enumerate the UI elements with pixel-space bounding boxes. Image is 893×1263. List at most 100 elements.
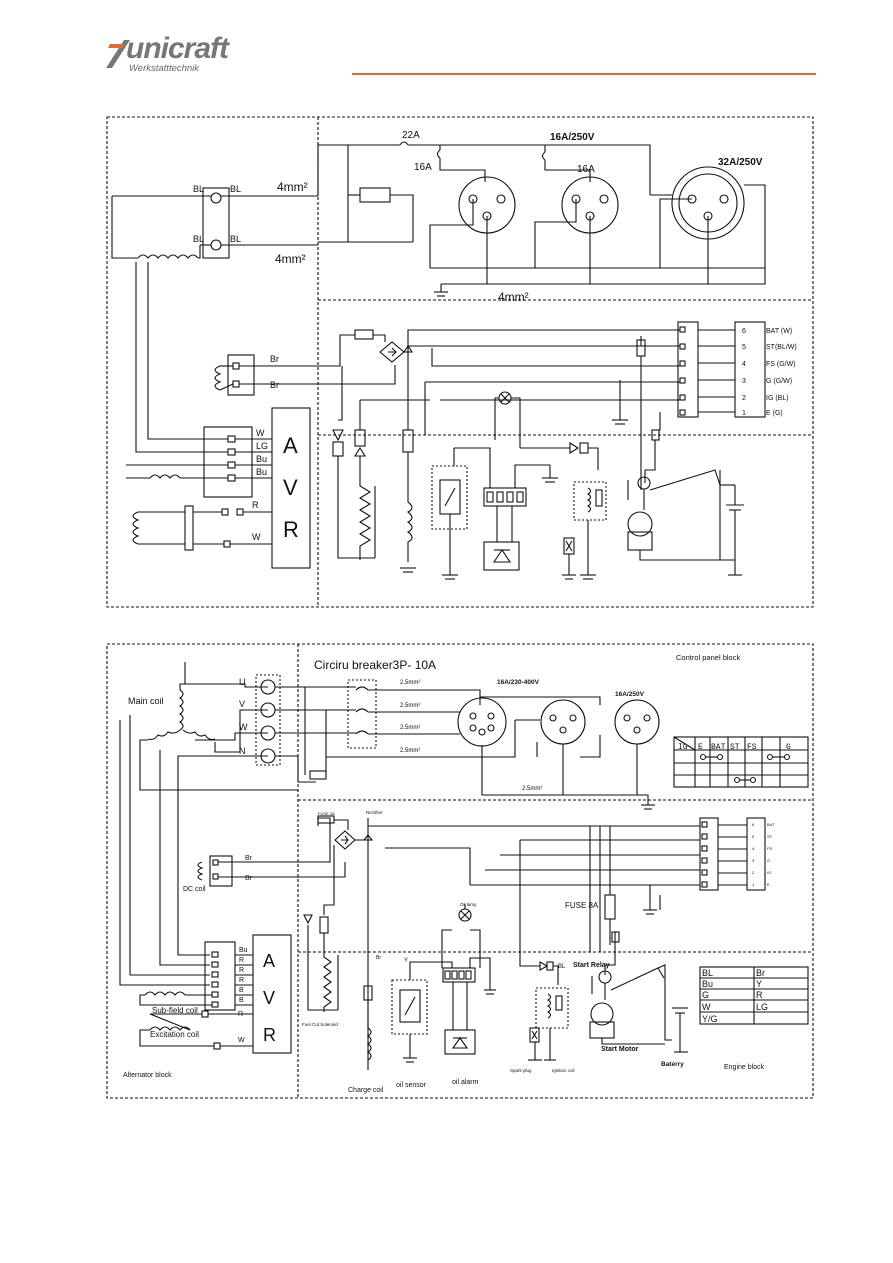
d2-alternator-block: Alternator block xyxy=(123,1072,172,1079)
terminal-strip-2 xyxy=(699,817,719,891)
legend-bu: Bu xyxy=(702,979,713,989)
d2-sub-field-coil: Sub-field coil xyxy=(152,1006,198,1015)
t1-num-5: 5 xyxy=(742,344,746,351)
d2-fuse-small: FUSE 3A xyxy=(318,811,335,816)
t1-num-4: 4 xyxy=(742,361,746,368)
avr-box-2 xyxy=(252,934,292,1054)
legend-r: R xyxy=(756,990,763,1000)
main-coil-winding xyxy=(137,254,199,259)
avr2-letter-v: V xyxy=(263,988,275,1008)
d2-charge-coil: Charge coil xyxy=(348,1087,384,1094)
avr1-wire-lg: LG xyxy=(256,441,268,451)
terminal-strip-1 xyxy=(677,321,699,418)
brand-logo: unicraft Werkstatttechnik xyxy=(104,32,274,78)
sw-fs: FS xyxy=(747,743,757,752)
d2-w: W xyxy=(239,722,248,732)
diagram2-frame xyxy=(106,643,814,1099)
outlet-3p xyxy=(457,697,507,747)
label-br-2: Br xyxy=(270,380,279,390)
start-motor-2 xyxy=(590,1002,614,1026)
sw-g: G xyxy=(786,743,791,752)
d2-v: V xyxy=(239,699,245,709)
t1-num-3: 3 xyxy=(742,378,746,385)
d2-wire-25-2: 2.5mm² xyxy=(400,703,420,709)
t2-num-5: 5 xyxy=(752,834,755,839)
t2-label-g: G xyxy=(767,858,770,863)
label-22a: 22A xyxy=(402,130,420,141)
label-wire-4mm-3: 4mm² xyxy=(498,290,529,304)
t2-num-1: 1 xyxy=(752,882,755,887)
legend-bl: BL xyxy=(702,968,713,978)
d2-start-motor: Start Motor xyxy=(601,1046,639,1053)
d2-rating-16-400: 16A/230-400V xyxy=(497,679,540,686)
d2-avr-r1: R xyxy=(239,957,244,964)
main-coil-2 xyxy=(179,689,184,731)
t1-num-6: 6 xyxy=(742,328,746,335)
start-motor-1 xyxy=(627,511,653,537)
legend-yg: Y/G xyxy=(702,1014,718,1024)
d2-avr-bu: Bu xyxy=(239,947,248,954)
legend-y: Y xyxy=(756,979,762,989)
ignition-switch-table xyxy=(673,736,809,788)
d2-wire-25-3: 2.5mm² xyxy=(400,725,420,731)
label-bl-3: BL xyxy=(193,234,204,244)
avr1-wire-w2: W xyxy=(252,532,261,542)
sw-e: E xyxy=(698,743,703,752)
fuse-holder xyxy=(359,187,391,203)
sw-st: ST xyxy=(730,743,740,752)
label-16a-mid: 16A xyxy=(577,164,595,175)
d2-control-panel: Control panel block xyxy=(676,653,740,662)
d2-wire-25-4: 2.5mm² xyxy=(400,748,420,754)
t1-num-2: 2 xyxy=(742,395,746,402)
d2-n: N xyxy=(239,746,246,756)
sw-ig: IG xyxy=(678,743,688,752)
d2-excitation-coil: Excitation coil xyxy=(150,1030,199,1039)
avr1-wire-bu-2: Bu xyxy=(256,467,267,477)
avr2-letter-a: A xyxy=(263,951,275,971)
oil-alarm-connector-1 xyxy=(483,487,527,507)
d2-rating-16-250: 16A/250V xyxy=(615,691,645,698)
avr1-letter-r: R xyxy=(283,517,299,542)
avr1-letter-a: A xyxy=(283,433,298,458)
d2-avr-r3: R xyxy=(239,977,244,984)
legend-lg: LG xyxy=(756,1002,768,1012)
t1-label-ig: IG (BL) xyxy=(766,395,789,402)
d2-wire-25-1: 2.5mm² xyxy=(400,680,420,686)
avr-box-1 xyxy=(271,407,311,569)
d2-breaker-title: Circiru breaker3P- 10A xyxy=(314,658,436,672)
d2-ignition-coil: Ignition coil xyxy=(552,1068,575,1073)
t2-num-3: 3 xyxy=(752,858,755,863)
d2-exc-r: R xyxy=(238,1011,243,1018)
t1-label-fs: FS (G/W) xyxy=(766,361,796,368)
t1-label-e: E (G) xyxy=(766,410,783,417)
d2-br-label: Br xyxy=(376,955,381,961)
label-wire-4mm-2: 4mm² xyxy=(275,252,306,266)
d2-oil-alarm: oil alarm xyxy=(452,1079,479,1086)
d2-spark-plug: Spark plug xyxy=(510,1068,532,1073)
charge-coil-2 xyxy=(367,1000,372,1070)
charge-coil-1 xyxy=(406,452,413,562)
t2-num-6: 6 xyxy=(752,822,755,827)
d2-wire-25-5: 2.5mm² xyxy=(522,786,542,792)
d2-oil-sensor: oil sensor xyxy=(396,1082,427,1089)
legend-g: G xyxy=(702,990,709,1000)
t2-label-bat: BAT xyxy=(767,822,775,827)
label-bl-4: BL xyxy=(230,234,241,244)
t2-label-e: E xyxy=(767,882,770,887)
t1-label-bat: BAT (W) xyxy=(766,328,792,335)
d2-bl-label: BL xyxy=(558,964,566,970)
t2-label-st: ST xyxy=(767,834,773,839)
d2-u: U xyxy=(239,677,246,687)
avr1-wire-w: W xyxy=(256,428,265,438)
dc-coil xyxy=(214,365,222,391)
t2-label-ig: IG xyxy=(767,870,771,875)
avr1-letter-v: V xyxy=(283,475,298,500)
legend-br: Br xyxy=(756,968,765,978)
header-rule xyxy=(352,73,816,75)
d2-engine-block: Engine block xyxy=(724,1064,765,1071)
fuel-cut-solenoid-1 xyxy=(358,456,372,560)
d2-br-2: Br xyxy=(245,875,253,882)
legend-w: W xyxy=(702,1002,711,1012)
t2-num-4: 4 xyxy=(752,846,755,851)
